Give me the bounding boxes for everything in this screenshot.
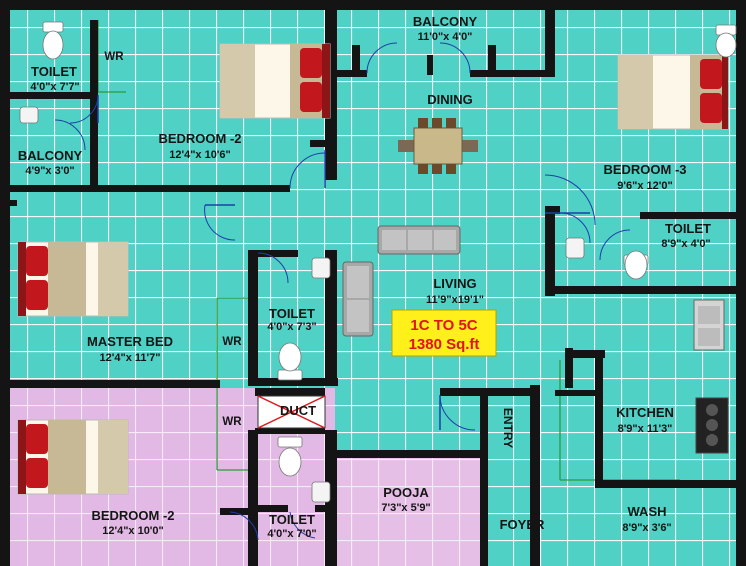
kitchen-fixtures xyxy=(693,299,729,454)
balcony-left-size: 4'9"x 3'0" xyxy=(25,165,74,177)
balcony-top-size: 11'0"x 4'0" xyxy=(418,31,473,43)
bedroom2-top-name: BEDROOM -2 xyxy=(158,131,241,146)
master-bed-size: 12'4"x 11'7" xyxy=(100,352,161,364)
wc-fixtures xyxy=(42,21,737,477)
toilet-right-size: 8'9"x 4'0" xyxy=(661,238,710,250)
toilet-mid-name: TOILET xyxy=(269,306,315,321)
bedroom2-top-size: 12'4"x 10'6" xyxy=(169,149,231,161)
wr-low-label: WR xyxy=(222,416,242,428)
wash-name: WASH xyxy=(628,504,667,519)
balcony-top-name: BALCONY xyxy=(413,14,478,29)
balcony-left-name: BALCONY xyxy=(18,148,83,163)
wr-mid-label: WR xyxy=(222,336,242,348)
door-leaves xyxy=(97,95,590,430)
toilet-top-left-name: TOILET xyxy=(31,64,77,79)
dining-name: DINING xyxy=(427,92,473,107)
bedroom2-bottom-name: BEDROOM -2 xyxy=(91,508,174,523)
bed-bottom-left xyxy=(17,419,129,495)
living-size: 11'9"x19'1" xyxy=(426,294,484,306)
area-badge-line2: 1380 Sq.ft xyxy=(409,336,480,353)
kitchen-size: 8'9"x 11'3" xyxy=(618,423,673,435)
master-bed-name: MASTER BED xyxy=(87,334,173,349)
area-badge: 1C TO 5C 1380 Sq.ft xyxy=(391,309,497,357)
wash-basins xyxy=(19,106,585,503)
wr-top-label: WR xyxy=(104,51,124,63)
bedroom2-bottom-size: 12'4"x 10'0" xyxy=(102,525,164,537)
pooja-size: 7'3"x 5'9" xyxy=(381,502,430,514)
entry-label: ENTRY xyxy=(501,408,515,448)
sofas xyxy=(342,225,461,337)
living-name: LIVING xyxy=(433,276,476,291)
area-badge-line1: 1C TO 5C xyxy=(410,317,477,334)
toilet-bottom-name: TOILET xyxy=(269,512,315,527)
bed-right xyxy=(617,54,729,130)
toilet-top-left-size: 4'0"x 7'7" xyxy=(30,81,79,93)
pooja-name: POOJA xyxy=(383,485,429,500)
duct-label: DUCT xyxy=(280,403,316,418)
foyer-name: FOYER xyxy=(500,517,545,532)
bedroom3-size: 9'6"x 12'0" xyxy=(617,180,672,192)
toilet-bottom-size: 4'0"x 7'0" xyxy=(267,528,316,540)
dining-table-set xyxy=(398,118,478,174)
balcony-railing xyxy=(352,45,496,75)
wash-size: 8'9"x 3'6" xyxy=(622,522,671,534)
duct-box xyxy=(257,395,326,429)
bedroom3-name: BEDROOM -3 xyxy=(603,162,686,177)
room-labels: TOILET 4'0"x 7'7" WR BALCONY 4'9"x 3'0" … xyxy=(18,14,711,540)
kitchen-name: KITCHEN xyxy=(616,405,674,420)
bed-top-center xyxy=(219,43,331,119)
toilet-right-name: TOILET xyxy=(665,221,711,236)
toilet-mid-size: 4'0"x 7'3" xyxy=(267,321,316,333)
bed-master xyxy=(17,241,129,317)
